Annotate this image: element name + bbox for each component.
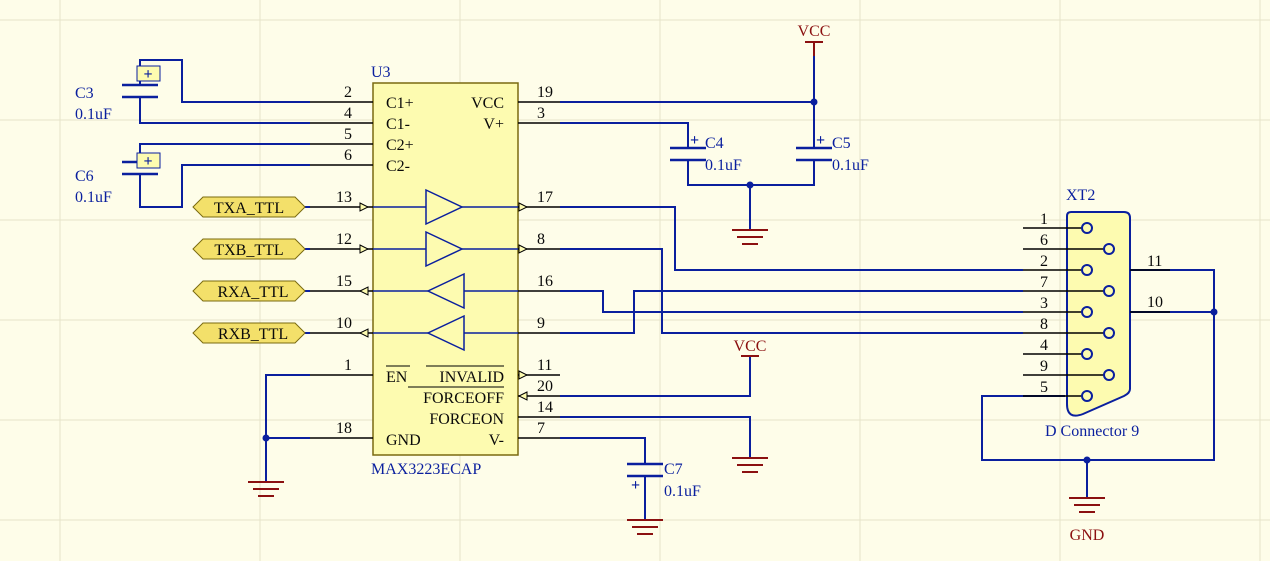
connector-shell [1066, 211, 1131, 417]
connector-pin-number: 1 [1040, 211, 1048, 228]
pin-name: FORCEOFF [423, 390, 504, 407]
capacitor-value: 0.1uF [75, 106, 112, 123]
connector-designator: XT2 [1066, 187, 1095, 204]
power-port-vcc-top[interactable]: VCC [798, 23, 831, 56]
pin-number: 11 [537, 357, 552, 374]
pin-name: V+ [483, 116, 504, 133]
net-port-rxb-ttl[interactable]: RXB_TTL [192, 322, 306, 344]
ground-symbol-caps [732, 229, 768, 245]
ic-internal-buffers [373, 188, 518, 352]
pin-number: 15 [336, 273, 352, 290]
svg-text:+: + [143, 66, 152, 83]
ic-u3-part: MAX3223ECAP [371, 461, 481, 478]
connector-pin-number: 7 [1040, 274, 1048, 291]
net-port-txa-ttl[interactable]: TXA_TTL [192, 196, 306, 218]
capacitor-c4[interactable]: + C4 0.1uF [670, 132, 742, 174]
capacitor-value: 0.1uF [664, 483, 701, 500]
pin-number: 9 [537, 315, 545, 332]
junction-dots [262, 98, 1218, 464]
connector-shield-pin-number: 11 [1147, 253, 1162, 270]
svg-text:+: + [816, 132, 825, 149]
capacitor-ref: C7 [664, 461, 683, 478]
pin-number: 10 [336, 315, 352, 332]
svg-text:+: + [143, 153, 152, 170]
ic-left-pin-lines [310, 101, 373, 439]
capacitor-c3[interactable]: + C3 0.1uF [75, 65, 161, 123]
connector-xt2[interactable]: XT2 1 6 2 7 3 8 [1023, 187, 1170, 440]
connector-shield-pin-number: 10 [1147, 294, 1163, 311]
pin-number: 2 [344, 84, 352, 101]
connector-pin-number: 8 [1040, 316, 1048, 333]
connector-pin-circles [1081, 222, 1115, 402]
svg-text:TXB_TTL: TXB_TTL [214, 242, 283, 259]
ground-symbol-c7 [627, 519, 663, 535]
pin-name: GND [386, 432, 421, 449]
connector-pin-lines [1023, 227, 1104, 397]
ground-symbol-forceon [732, 457, 768, 473]
svg-text:TXA_TTL: TXA_TTL [214, 200, 284, 217]
pin-number: 14 [537, 399, 553, 416]
pin-number: 1 [344, 357, 352, 374]
pin-name: C1+ [386, 95, 414, 112]
pin-number: 8 [537, 231, 545, 248]
capacitor-value: 0.1uF [75, 189, 112, 206]
capacitor-ref: C5 [832, 135, 851, 152]
pin-number: 13 [336, 189, 352, 206]
connector-pin-number: 6 [1040, 232, 1048, 249]
pin-number: 6 [344, 147, 352, 164]
pin-name: VCC [471, 95, 504, 112]
svg-text:+: + [631, 477, 640, 494]
connector-name: D Connector 9 [1045, 423, 1139, 440]
ic-u3-body [372, 82, 519, 456]
ground-symbol-connector[interactable]: GND [1069, 497, 1105, 544]
capacitor-ref: C6 [75, 168, 94, 185]
svg-text:+: + [690, 132, 699, 149]
pin-number: 20 [537, 378, 553, 395]
power-port-vcc-forceoff[interactable]: VCC [734, 338, 767, 357]
svg-text:GND: GND [1070, 527, 1105, 544]
pin-name: C2- [386, 158, 410, 175]
ic-u3-designator: U3 [371, 64, 391, 81]
net-port-rxa-ttl[interactable]: RXA_TTL [192, 280, 306, 302]
connector-pin-number: 9 [1040, 358, 1048, 375]
pin-name: V- [489, 432, 504, 449]
connector-pin-number: 2 [1040, 253, 1048, 270]
ic-u3[interactable]: U3 MAX3223ECAP [310, 64, 560, 478]
connector-pin-number: 3 [1040, 295, 1048, 312]
capacitor-value: 0.1uF [832, 157, 869, 174]
pin-number: 18 [336, 420, 352, 437]
svg-text:VCC: VCC [798, 23, 831, 40]
pin-name: INVALID [439, 369, 504, 386]
pin-number: 4 [344, 105, 352, 122]
capacitor-c5[interactable]: + C5 0.1uF [796, 132, 869, 174]
capacitor-value: 0.1uF [705, 157, 742, 174]
capacitor-c6[interactable]: + C6 0.1uF [75, 152, 161, 206]
pin-name: EN [386, 369, 408, 386]
pin-number: 16 [537, 273, 553, 290]
pin-number: 3 [537, 105, 545, 122]
pin-name: C2+ [386, 137, 414, 154]
pin-name: FORCEON [429, 411, 504, 428]
ground-symbol-u3 [248, 481, 284, 497]
svg-text:RXA_TTL: RXA_TTL [217, 284, 288, 301]
pin-direction-arrows [358, 202, 529, 401]
pin-name: C1- [386, 116, 410, 133]
svg-text:VCC: VCC [734, 338, 767, 355]
connector-pin-number: 5 [1040, 379, 1048, 396]
pin-number: 12 [336, 231, 352, 248]
capacitor-ref: C3 [75, 85, 94, 102]
net-port-txb-ttl[interactable]: TXB_TTL [192, 238, 306, 260]
pin-number: 19 [537, 84, 553, 101]
pin-number: 17 [537, 189, 553, 206]
pin-number: 7 [537, 420, 545, 437]
pin-number: 5 [344, 126, 352, 143]
connector-pin-number: 4 [1040, 337, 1048, 354]
capacitor-c7[interactable]: + C7 0.1uF [627, 461, 701, 500]
capacitor-ref: C4 [705, 135, 724, 152]
connector-shield-pin-lines [1130, 269, 1170, 313]
svg-text:RXB_TTL: RXB_TTL [218, 326, 288, 343]
